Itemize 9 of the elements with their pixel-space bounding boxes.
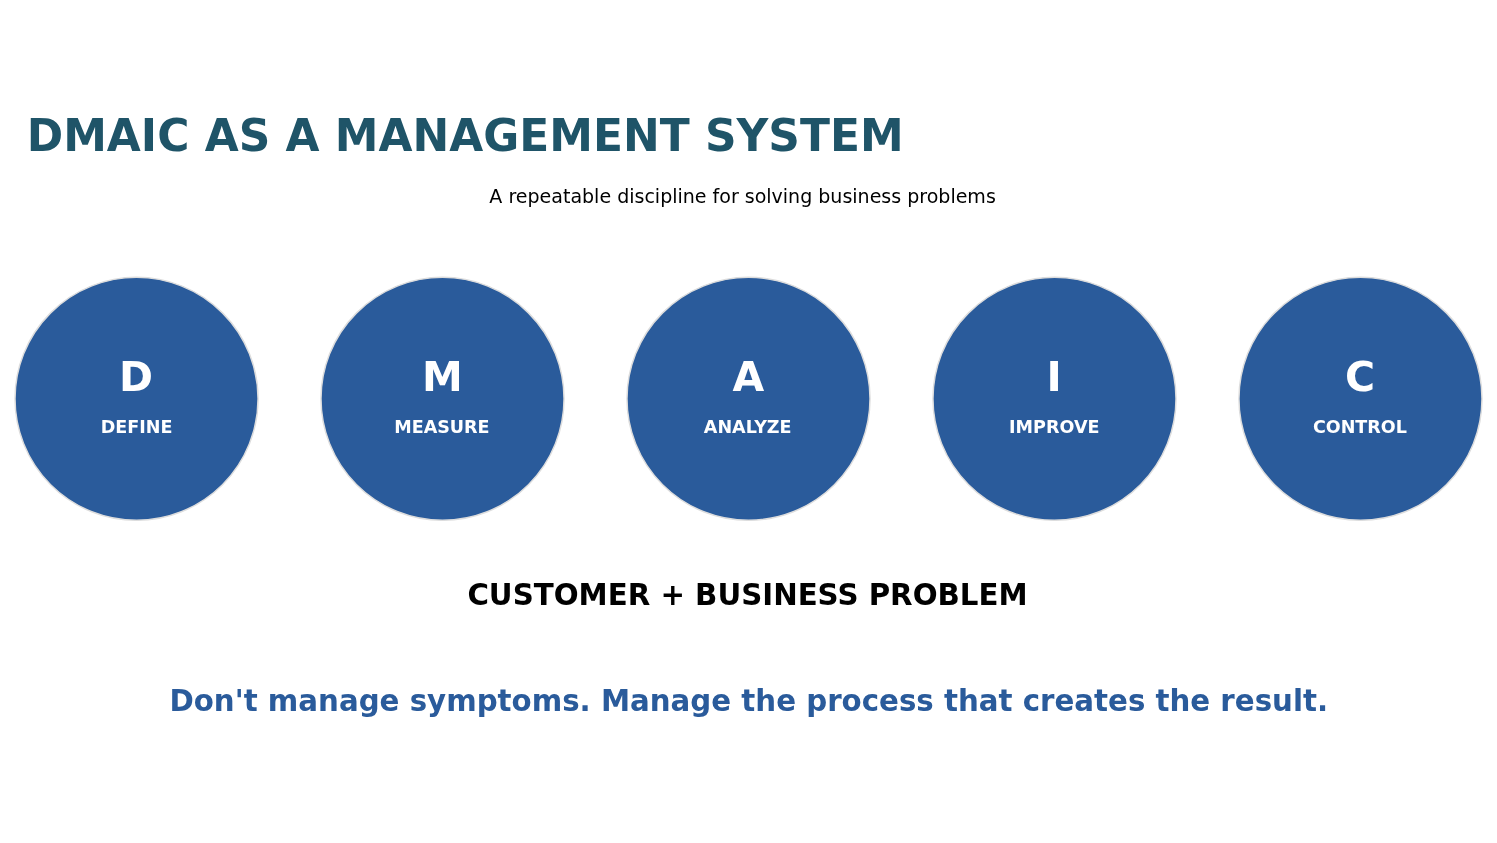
node-circle: C CONTROL — [1238, 276, 1483, 522]
label: Don't manage symptoms. Manage the process that creates the result. — [169, 683, 1329, 718]
node-circle: D DEFINE — [14, 276, 259, 522]
label: A repeatable discipline for solving business problems — [489, 185, 996, 208]
label: CUSTOMER + BUSINESS PROBLEM — [467, 578, 1028, 613]
node-circle: A ANALYZE — [626, 276, 871, 522]
node-circle: M MEASURE — [320, 276, 565, 522]
diagram-title: DMAIC AS A MANAGEMENT SYSTEM — [26, 110, 904, 162]
node-circle: I IMPROVE — [932, 276, 1177, 522]
